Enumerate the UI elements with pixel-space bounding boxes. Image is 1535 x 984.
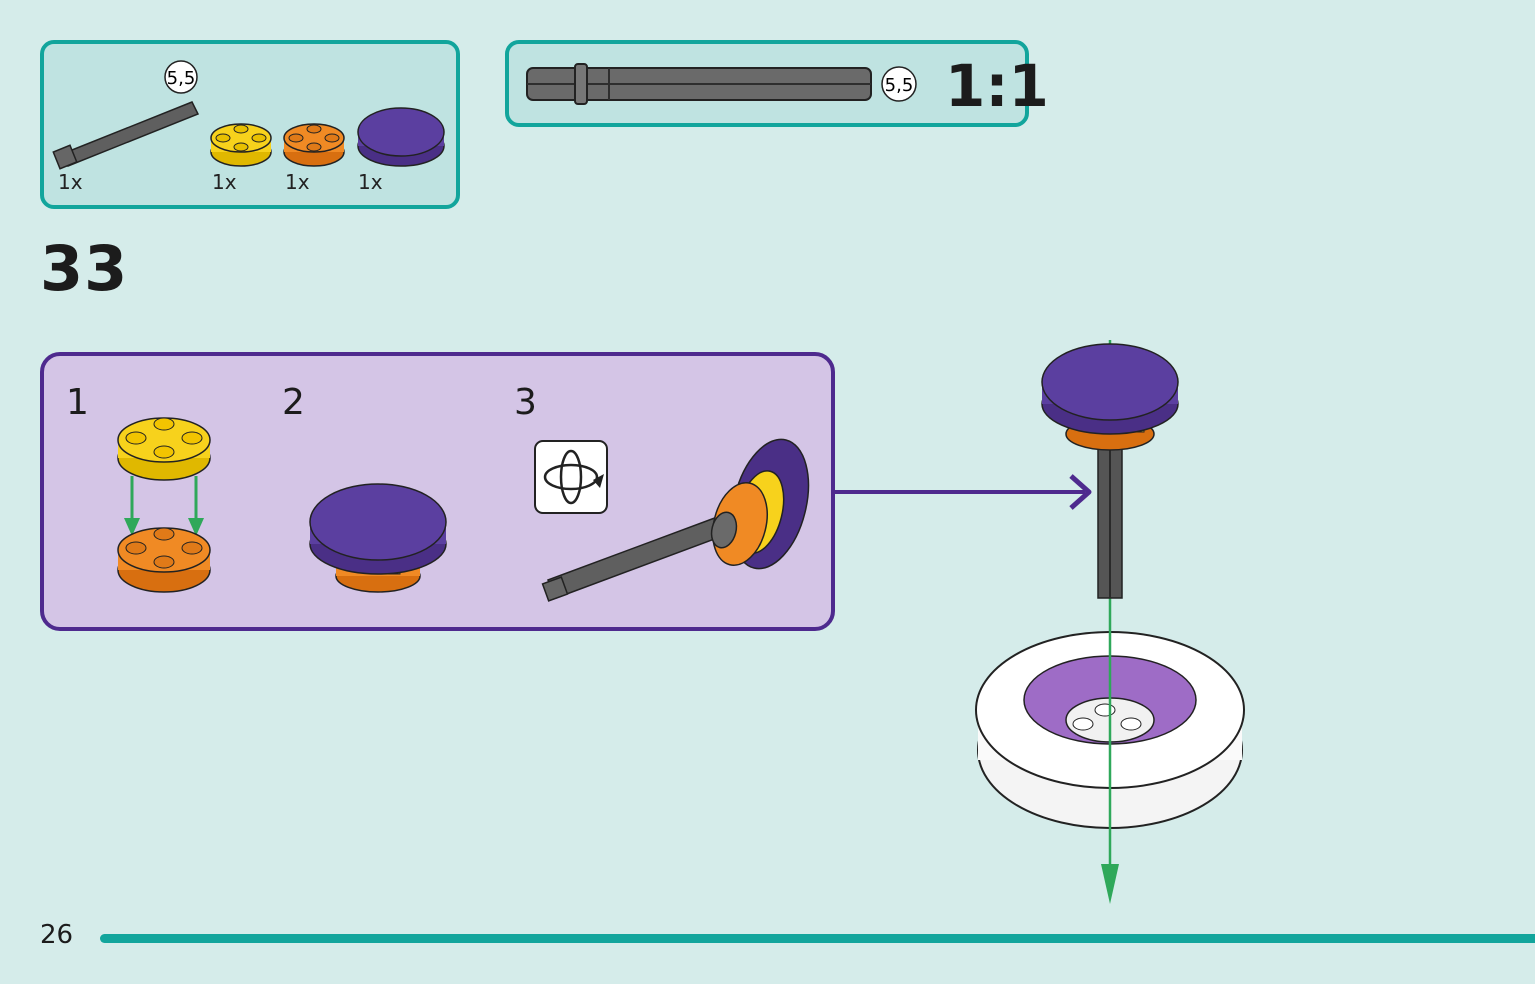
footer-bar xyxy=(100,934,1535,943)
page-number: 26 xyxy=(40,920,74,950)
qty-yellow-plate: 1x xyxy=(212,170,237,194)
sub-step-illustrations xyxy=(117,417,810,602)
sub-step-number-1: 1 xyxy=(66,382,89,423)
axle-assembly-icon xyxy=(541,438,810,602)
sub-step-number-2: 2 xyxy=(282,382,305,423)
orange-plate-icon xyxy=(117,527,211,593)
purple-top-assembly-icon xyxy=(1041,343,1179,451)
sub-step-number-3: 3 xyxy=(514,382,537,423)
qty-purple-tile: 1x xyxy=(358,170,383,194)
scale-axle-illustration: 5,5 xyxy=(526,63,917,105)
yellow-plate-icon xyxy=(117,417,211,481)
qty-axle: 1x xyxy=(58,170,83,194)
length-badge-icon: 5,5 xyxy=(881,66,917,102)
qty-orange-plate: 1x xyxy=(285,170,310,194)
parts-list-illustration: 5,5 xyxy=(52,60,445,170)
main-step-illustration xyxy=(835,340,1245,904)
purple-round-tile-icon xyxy=(357,107,445,167)
attach-arrow-icon xyxy=(835,474,1092,510)
tile-on-plates-icon xyxy=(309,483,447,593)
length-badge-text: 5,5 xyxy=(167,68,196,89)
down-arrow-icon xyxy=(124,476,204,536)
step-number: 33 xyxy=(40,232,129,305)
scale-length-badge-text: 5,5 xyxy=(885,75,914,96)
axle-part-icon xyxy=(52,101,200,170)
axle-vertical-icon xyxy=(1097,445,1123,599)
down-arrow-icon xyxy=(1101,864,1119,904)
yellow-round-plate-icon xyxy=(210,123,272,167)
length-badge-icon: 5,5 xyxy=(164,60,198,94)
rotate-model-icon xyxy=(534,440,608,514)
scale-ratio: 1:1 xyxy=(945,52,1049,120)
orange-round-plate-icon xyxy=(283,123,345,167)
